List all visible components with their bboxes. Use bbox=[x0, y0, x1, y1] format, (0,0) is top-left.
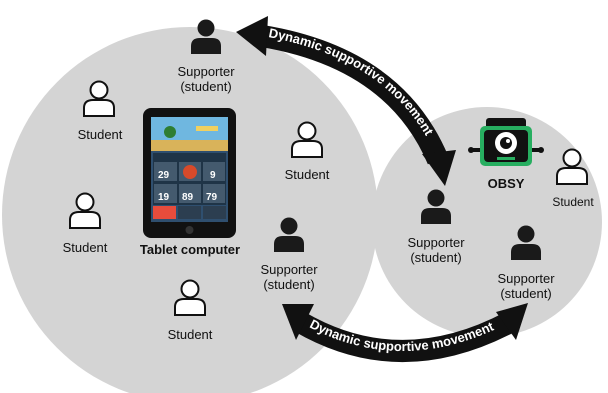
supporter-top-line1: Supporter bbox=[177, 64, 235, 79]
supporter-right-bottom-label: Supporter (student) bbox=[490, 271, 562, 301]
student-top-left-label: Student bbox=[77, 127, 123, 142]
tablet-tile-2: 19 bbox=[158, 192, 170, 203]
tablet-tile-3: 89 bbox=[182, 192, 194, 203]
bottom-arrow-body bbox=[294, 312, 516, 362]
supporter-top-line2: (student) bbox=[180, 79, 232, 94]
student-right-label: Student bbox=[552, 195, 594, 209]
supporter-right-mid-line2: (student) bbox=[410, 250, 462, 265]
top-arrow-head-right bbox=[422, 150, 456, 186]
tablet-tile-1: 29 bbox=[158, 170, 170, 181]
supporter-right-bottom-line1: Supporter bbox=[497, 271, 555, 286]
obsy-robot-icon bbox=[468, 118, 544, 166]
obsy-label: OBSY bbox=[487, 176, 525, 191]
bottom-arrow-head-left bbox=[282, 304, 314, 340]
supporter-mid-label: Supporter (student) bbox=[253, 262, 325, 292]
tablet-label: Tablet computer bbox=[139, 242, 241, 257]
tablet-computer-icon bbox=[143, 108, 236, 238]
supporter-mid-line2: (student) bbox=[263, 277, 315, 292]
small-group-circle bbox=[372, 107, 602, 337]
top-arrow-head-left bbox=[236, 16, 268, 56]
student-center-label: Student bbox=[284, 167, 330, 182]
supporter-right-mid-line1: Supporter bbox=[407, 235, 465, 250]
tablet-tile-5: 79 bbox=[206, 192, 218, 203]
supporter-right-mid-label: Supporter (student) bbox=[400, 235, 472, 265]
supporter-top-label: Supporter (student) bbox=[170, 64, 242, 94]
tablet-tile-4: 9 bbox=[210, 170, 216, 181]
bottom-arrow-head-right bbox=[496, 303, 528, 340]
top-arrow-body bbox=[260, 25, 449, 165]
supporter-right-bottom-line2: (student) bbox=[500, 286, 552, 301]
student-bottom-label: Student bbox=[167, 327, 213, 342]
student-left-label: Student bbox=[62, 240, 108, 255]
supporter-mid-line1: Supporter bbox=[260, 262, 318, 277]
